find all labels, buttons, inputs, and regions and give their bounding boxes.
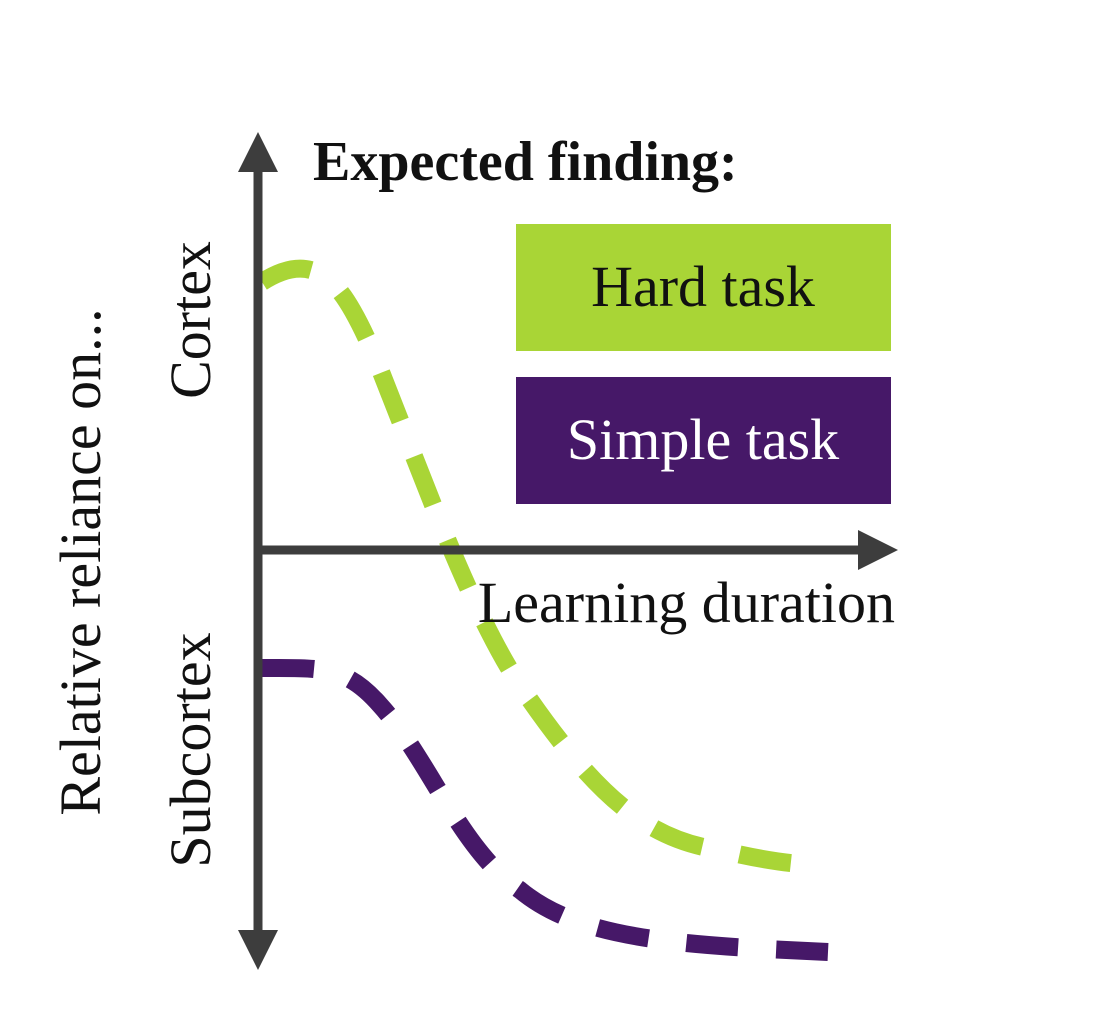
x-axis-label: Learning duration	[478, 570, 895, 635]
y-axis-bottom-label: Subcortex	[158, 632, 223, 867]
simple-task-curve	[261, 658, 829, 961]
y-axis-top-label: Cortex	[158, 241, 223, 399]
y-axis-arrow-down	[238, 930, 278, 970]
y-axis-label: Relative reliance on...	[48, 308, 113, 815]
y-axis-arrow-up	[238, 132, 278, 172]
legend: Hard task Simple task	[516, 224, 891, 504]
x-axis-arrow	[858, 530, 898, 570]
legend-label-simple-task: Simple task	[567, 407, 839, 472]
legend-box-hard-task	[516, 224, 891, 351]
diagram-title: Expected finding:	[313, 131, 738, 193]
hard-task-curve	[257, 259, 829, 874]
legend-box-simple-task	[516, 377, 891, 504]
legend-label-hard-task: Hard task	[591, 254, 815, 319]
